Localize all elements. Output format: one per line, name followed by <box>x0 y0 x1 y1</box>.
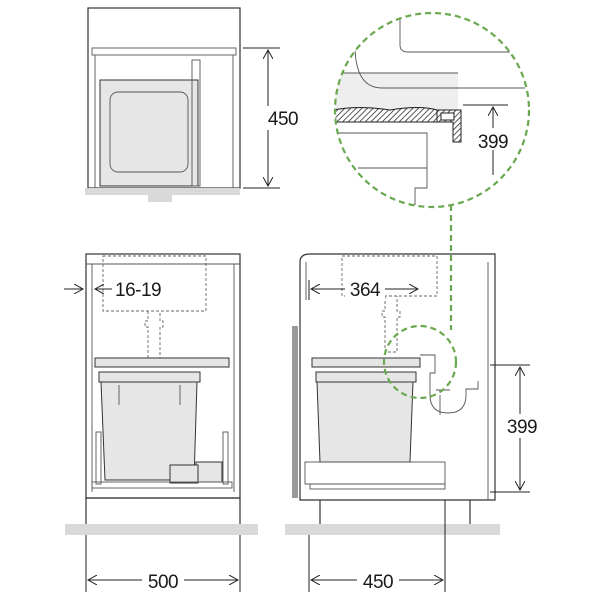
detail-magnifier: 399 <box>333 11 531 400</box>
detail-height-label: 399 <box>478 132 508 153</box>
side-gap-label: 16-19 <box>115 280 161 301</box>
front-width-label: 500 <box>148 572 178 593</box>
top-depth-label: 450 <box>268 109 298 130</box>
side-view: 364 399 450 <box>285 253 542 593</box>
front-view: 16-19 500 <box>64 253 258 593</box>
side-depth-label: 450 <box>363 572 393 593</box>
top-view: 450 <box>85 7 302 202</box>
sink-offset-label: 364 <box>350 280 381 301</box>
side-height-label: 399 <box>507 417 537 438</box>
